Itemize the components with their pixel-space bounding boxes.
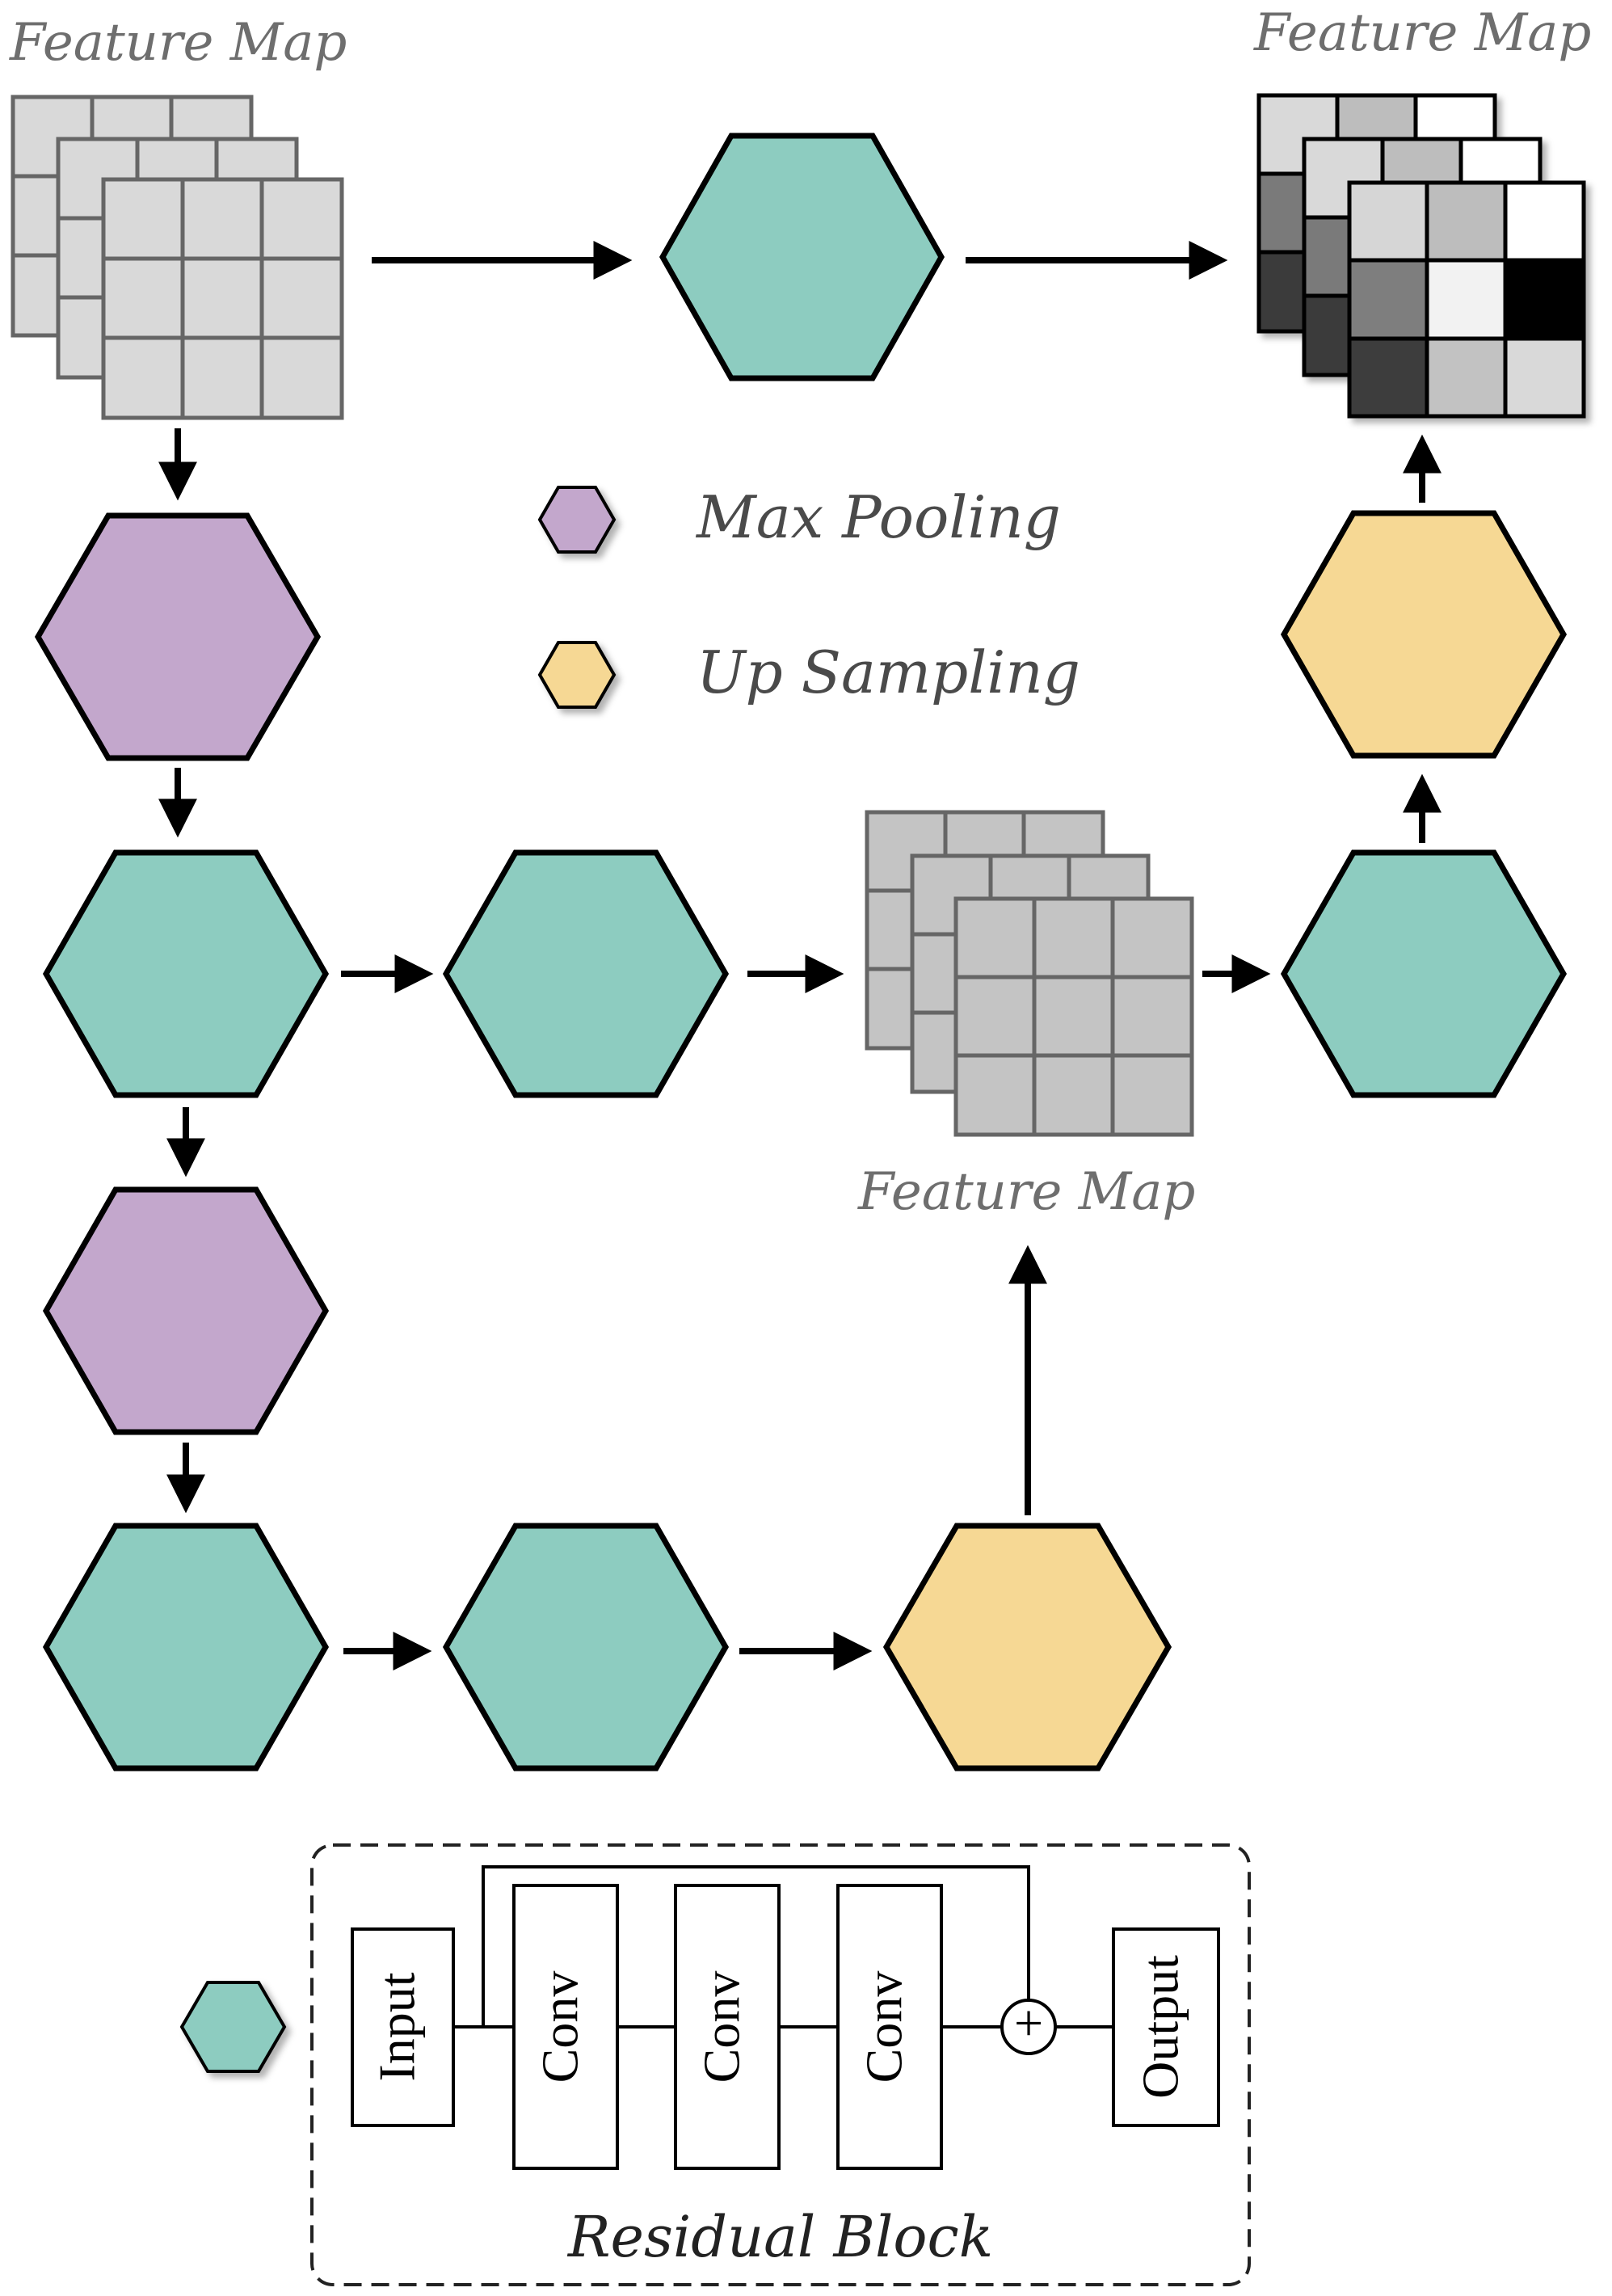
feature-map-label-middle: Feature Map <box>857 1162 1195 1222</box>
legend <box>537 486 617 709</box>
residual-block-hexagon-left-3 <box>42 1523 330 1772</box>
residual-block-hexagon-mid-2 <box>442 849 730 1098</box>
residual-block-hexagon-top <box>659 133 945 381</box>
max-pooling-hexagon-1 <box>34 512 322 761</box>
conv-box-2 <box>674 1884 781 2170</box>
max-pooling-legend-swatch <box>537 486 617 554</box>
conv-box-1 <box>512 1884 619 2170</box>
up-sampling-legend-label: Up Sampling <box>697 638 1080 706</box>
residual-block-hexagon-right-2 <box>1280 849 1568 1098</box>
flow-arrows <box>158 241 1442 1670</box>
residual-block-hexagon-mid-3 <box>442 1523 730 1772</box>
output-label: Output <box>1132 1955 1189 2099</box>
conv-box-3 <box>836 1884 943 2170</box>
sum-node <box>1000 1999 1057 2055</box>
sum-symbol: + <box>1014 1995 1043 2052</box>
feature-map-output <box>1256 93 1586 419</box>
up-sampling-hexagon-bottom <box>882 1523 1172 1772</box>
output-box <box>1112 1927 1220 2127</box>
conv-label-3: Conv <box>856 1971 913 2083</box>
residual-block-connections <box>453 1865 1113 2028</box>
conv-label-2: Conv <box>693 1971 751 2083</box>
residual-block-icon <box>179 1981 287 2073</box>
input-label: Input <box>368 1972 426 2081</box>
feature-map-label-top-right: Feature Map <box>1253 3 1591 63</box>
max-pooling-legend-label: Max Pooling <box>695 483 1061 551</box>
residual-block-title: Residual Block <box>566 2204 993 2270</box>
feature-map-label-top-left: Feature Map <box>9 13 347 73</box>
up-sampling-legend-swatch <box>537 641 617 709</box>
residual-block-hexagon-left-2 <box>42 849 330 1098</box>
feature-map-input <box>11 95 344 420</box>
conv-label-1: Conv <box>532 1971 589 2083</box>
input-box <box>351 1927 455 2127</box>
max-pooling-hexagon-2 <box>42 1186 330 1435</box>
up-sampling-hexagon-right <box>1280 510 1568 759</box>
feature-map-middle <box>865 810 1194 1137</box>
skip-connection <box>482 1865 1030 2027</box>
residual-block-frame <box>310 1843 1251 2286</box>
